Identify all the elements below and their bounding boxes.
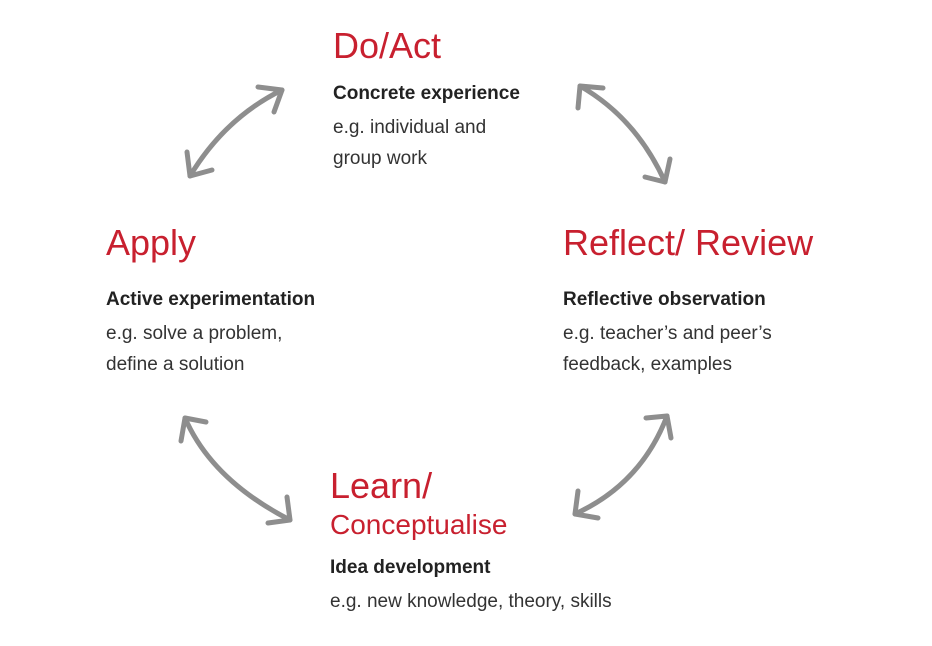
stage-apply: Apply Active experimentation e.g. solve … bbox=[106, 223, 315, 380]
stage-subtitle: Concrete experience bbox=[333, 83, 520, 104]
description-line: e.g. teacher’s and peer’s bbox=[563, 323, 772, 344]
description-line: e.g. new knowledge, theory, skills bbox=[330, 591, 612, 612]
arrow-do-reflect bbox=[575, 83, 673, 185]
stage-description: e.g. solve a problem, define a solution bbox=[106, 318, 315, 380]
stage-subtitle: Active experimentation bbox=[106, 289, 316, 310]
stage-subtitle: Idea development bbox=[330, 557, 491, 578]
description-line: e.g. individual and bbox=[333, 117, 487, 138]
description-line: feedback, examples bbox=[563, 354, 732, 375]
description-line: group work bbox=[333, 148, 427, 169]
stage-description: e.g. teacher’s and peer’s feedback, exam… bbox=[563, 318, 813, 380]
stage-subtitle: Reflective observation bbox=[563, 289, 766, 310]
stage-do-act: Do/Act Concrete experience e.g. individu… bbox=[333, 26, 520, 174]
stage-title-second-line: Conceptualise bbox=[330, 509, 508, 540]
stage-description: e.g. new knowledge, theory, skills bbox=[330, 586, 612, 617]
stage-title: Do/Act bbox=[333, 25, 442, 66]
arrow-apply-do bbox=[184, 84, 285, 179]
stage-learn-conceptualise: Learn/ Conceptualise Idea development e.… bbox=[330, 466, 612, 617]
stage-title: Reflect/ Review bbox=[563, 222, 814, 263]
stage-reflect-review: Reflect/ Review Reflective observation e… bbox=[563, 223, 813, 380]
stage-description: e.g. individual and group work bbox=[333, 112, 520, 174]
stage-title: Learn/ bbox=[330, 465, 433, 506]
description-line: define a solution bbox=[106, 354, 245, 375]
arrow-reflect-learn bbox=[572, 413, 674, 521]
arrow-learn-apply bbox=[178, 415, 293, 526]
stage-title: Apply bbox=[106, 222, 197, 263]
description-line: e.g. solve a problem, bbox=[106, 323, 283, 344]
